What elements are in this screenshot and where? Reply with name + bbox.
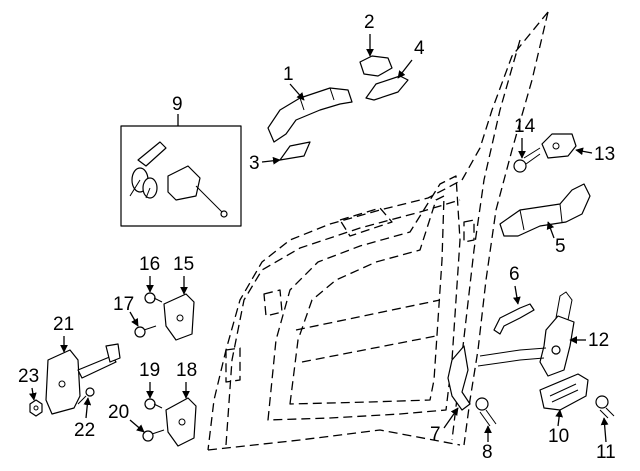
callout-4: 4 bbox=[397, 38, 425, 79]
callout-23: 23 bbox=[18, 366, 39, 401]
lock-cylinder-box bbox=[120, 125, 242, 227]
door-striker bbox=[541, 133, 577, 159]
callout-15: 15 bbox=[173, 254, 194, 295]
upper-hinge bbox=[163, 293, 195, 341]
callout-2: 2 bbox=[364, 12, 375, 57]
callout-17: 17 bbox=[113, 294, 139, 327]
callout-9: 9 bbox=[172, 94, 183, 126]
callout-18: 18 bbox=[176, 360, 197, 399]
callout-label: 7 bbox=[430, 424, 441, 445]
callout-22: 22 bbox=[74, 397, 95, 441]
callout-7: 7 bbox=[430, 407, 459, 445]
lock-control-module bbox=[539, 373, 589, 411]
callout-label: 5 bbox=[555, 236, 566, 257]
callout-label: 22 bbox=[74, 420, 95, 441]
latch-bracket bbox=[447, 345, 471, 411]
callout-label: 21 bbox=[53, 314, 74, 335]
callout-label: 23 bbox=[18, 366, 39, 387]
outside-door-handle bbox=[267, 87, 353, 143]
callout-1: 1 bbox=[283, 64, 305, 101]
callout-label: 13 bbox=[594, 144, 615, 165]
door-latch-actuator bbox=[477, 291, 575, 377]
upper-hinge-bolt bbox=[144, 292, 163, 304]
callout-label: 3 bbox=[249, 153, 260, 174]
callout-label: 19 bbox=[139, 360, 160, 381]
module-screw bbox=[595, 395, 615, 419]
callout-label: 12 bbox=[588, 330, 609, 351]
callout-11: 11 bbox=[596, 417, 616, 463]
callout-12: 12 bbox=[569, 330, 609, 351]
callout-label: 18 bbox=[176, 360, 197, 381]
striker-screw bbox=[513, 147, 541, 173]
check-nut bbox=[29, 399, 43, 417]
callout-8: 8 bbox=[482, 425, 493, 463]
callout-label: 4 bbox=[414, 38, 425, 59]
handle-cap bbox=[359, 55, 393, 77]
handle-frame-bracket bbox=[499, 183, 591, 237]
callout-14: 14 bbox=[514, 116, 536, 159]
latch-bolt bbox=[475, 397, 497, 427]
handle-bezel bbox=[279, 141, 311, 161]
handle-pad bbox=[365, 75, 409, 101]
callout-3: 3 bbox=[249, 153, 281, 174]
callout-label: 14 bbox=[514, 116, 536, 137]
callout-6: 6 bbox=[509, 264, 521, 305]
callout-16: 16 bbox=[139, 254, 160, 293]
callout-13: 13 bbox=[575, 144, 615, 165]
callout-label: 6 bbox=[509, 264, 520, 285]
callout-label: 2 bbox=[364, 12, 375, 33]
callout-label: 1 bbox=[283, 64, 294, 85]
callout-label: 9 bbox=[172, 94, 183, 115]
callout-19: 19 bbox=[139, 360, 160, 399]
callout-5: 5 bbox=[546, 221, 566, 257]
callout-label: 10 bbox=[548, 426, 569, 447]
door-check bbox=[45, 343, 121, 415]
lower-hinge-bolt bbox=[144, 398, 163, 410]
upper-hinge-screw bbox=[134, 325, 157, 338]
callout-label: 17 bbox=[113, 294, 134, 315]
callout-20: 20 bbox=[108, 402, 145, 433]
callout-10: 10 bbox=[548, 409, 569, 447]
lower-hinge-screw bbox=[142, 429, 165, 442]
callout-label: 8 bbox=[482, 442, 493, 463]
callout-21: 21 bbox=[53, 314, 74, 353]
callout-label: 11 bbox=[596, 442, 616, 463]
door-shell-outline bbox=[207, 11, 549, 451]
callout-label: 20 bbox=[108, 402, 129, 423]
cable-guide bbox=[493, 303, 535, 335]
callout-label: 15 bbox=[173, 254, 194, 275]
lower-hinge bbox=[165, 397, 197, 447]
callout-label: 16 bbox=[139, 254, 160, 275]
